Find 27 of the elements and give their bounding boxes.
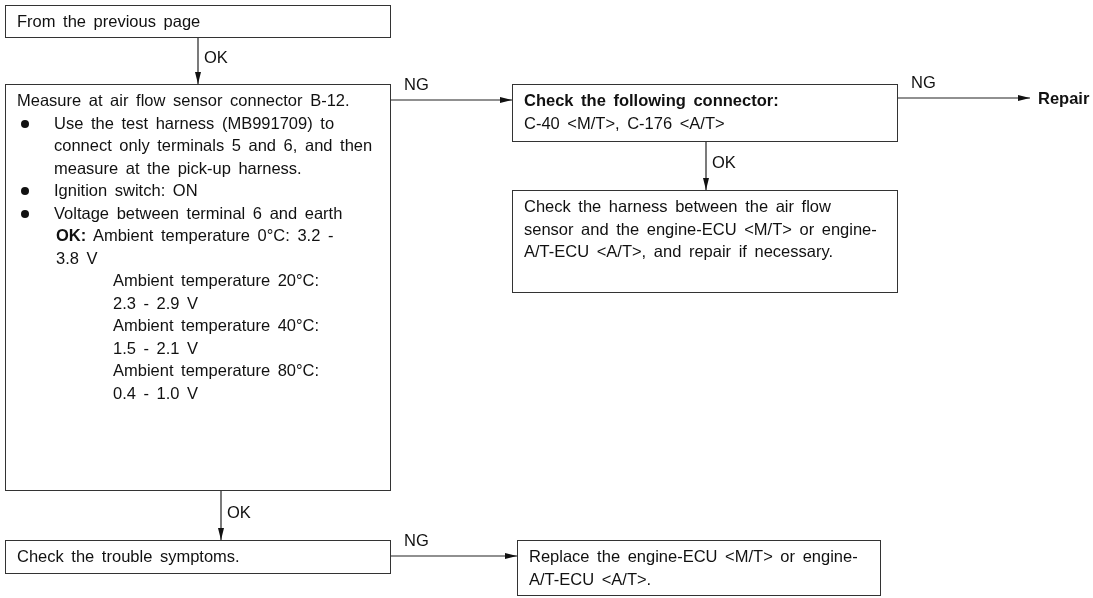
box-text: From the previous page bbox=[17, 11, 202, 32]
process-box bbox=[512, 190, 898, 293]
box-text: C-40 <M/T>, C-176 <A/T> bbox=[524, 112, 726, 134]
instruction-text: Measure at air flow sensor connector B-12. bbox=[17, 90, 351, 111]
process-box bbox=[5, 5, 391, 38]
arrow bbox=[390, 553, 518, 559]
bullet-text: Voltage between terminal 6 and earth bbox=[54, 203, 343, 222]
process-box bbox=[517, 540, 881, 596]
arrow bbox=[195, 37, 201, 85]
result-text: Repair bbox=[1038, 88, 1090, 109]
spec-text: Ambient temperature 80°C: 0.4 - 1.0 V bbox=[113, 360, 321, 404]
spec-text: Ambient temperature 40°C: 1.5 - 2.1 V bbox=[113, 315, 321, 359]
process-box bbox=[5, 84, 391, 491]
process-box bbox=[5, 540, 391, 574]
arrow bbox=[218, 490, 224, 541]
box-text: Check the trouble symptoms. bbox=[17, 546, 241, 567]
bullet-text: Use the test harness (MB991709) to connect only terminals 5 and 6, and then measure at the pick-up harness. bbox=[54, 113, 373, 177]
bullet-text: Ignition switch: ON bbox=[54, 181, 198, 199]
process-box bbox=[512, 84, 898, 142]
spec-text: OK: Ambient temperature 0°C: 3.2 - 3.8 V bbox=[56, 225, 335, 269]
box-text: Replace the engine-ECU <M/T> or engine-A/T-ECU <A/T>. bbox=[529, 546, 859, 590]
spec-text: Ambient temperature 20°C: 2.3 - 2.9 V bbox=[113, 270, 321, 314]
arrow bbox=[703, 141, 709, 191]
box-text: Check the following connector: bbox=[524, 90, 780, 111]
arrow bbox=[390, 97, 513, 103]
arrow bbox=[897, 95, 1031, 101]
box-text: Check the harness between the air flow sensor and the engine-ECU <M/T> or engine-A/T-ECU <A/T>, and repair if necessary. bbox=[524, 196, 878, 262]
